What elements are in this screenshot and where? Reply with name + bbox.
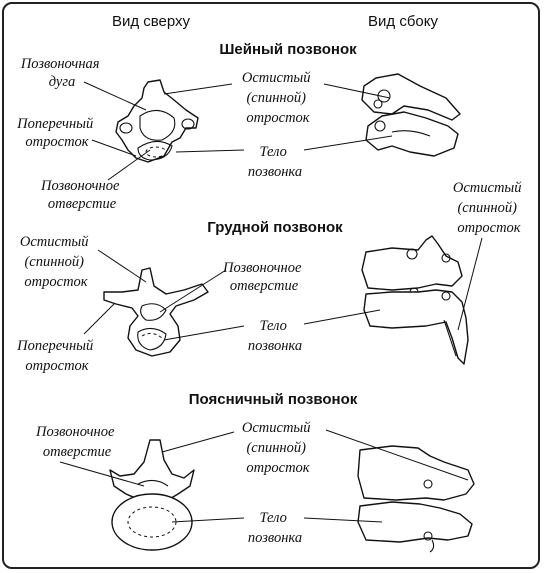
thoracic-spinous-right-leader [457,237,483,331]
lumbar-foramen-leader [59,461,145,487]
lumbar-side-view-drawing [357,445,475,553]
thoracic-spinous-right-label: Остистый (спинной) отросток [453,180,525,236]
thoracic-spinous-left-leader [97,249,147,283]
lumbar-body-label: Тело позвонка [248,510,302,546]
thoracic-foramen-label: Позвоночное отверстие [222,260,305,294]
cervical-arch-leader [83,81,147,111]
cervical-top-view-drawing [115,79,199,163]
cervical-side-view-drawing [361,73,461,157]
header-side-view: Вид сбоку [368,13,438,30]
lumbar-foramen-label: Позвоночное отверстие [35,424,118,460]
cervical-body-leader-right [303,135,393,151]
cervical-spinous-leader-left [163,83,233,95]
cervical-spinous-label: Остистый (спинной) отросток [242,70,314,126]
thoracic-side-view-drawing [361,235,469,365]
cervical-arch-label: Позвоночная дуга [20,56,103,90]
lumbar-spinous-leader-right [325,429,469,481]
cervical-foramen-label: Позвоночное отверстие [40,178,123,212]
cervical-foramen-leader [107,149,151,181]
thoracic-spinous-left-label: Остистый (спинной) отросток [20,234,92,290]
thoracic-top-view-drawing [103,267,209,357]
thoracic-transverse-leader [83,303,115,335]
thoracic-body-leader-right [303,309,381,325]
cervical-transverse-label: Поперечный отросток [16,116,97,150]
thoracic-body-leader-left [163,325,245,341]
thoracic-foramen-leader [159,269,227,313]
thoracic-transverse-label: Поперечный отросток [16,338,97,374]
header-top-view: Вид сверху [112,13,191,30]
lumbar-body-leader-left [171,517,245,523]
cervical-spinous-leader-right [323,83,391,99]
cervical-transverse-leader [91,139,137,157]
lumbar-spinous-label: Остистый (спинной) отросток [242,420,314,476]
lumbar-body-leader-right [303,517,383,523]
cervical-title: Шейный позвонок [219,41,357,58]
thoracic-body-label: Тело позвонка [248,318,302,354]
cervical-body-label: Тело позвонка [248,144,302,180]
lumbar-spinous-leader-left [161,431,235,453]
thoracic-title: Грудной позвонок [207,219,343,236]
lumbar-title: Поясничный позвонок [189,391,358,408]
lumbar-top-view-drawing [109,439,195,551]
cervical-body-leader-left [175,149,245,153]
